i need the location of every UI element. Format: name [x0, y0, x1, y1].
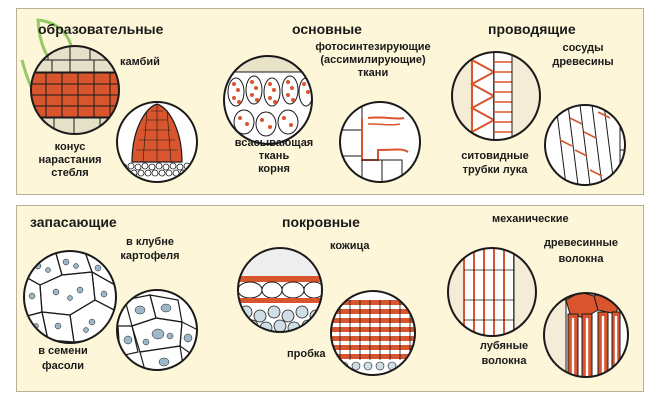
wood-fibers-circle [447, 247, 537, 337]
photo-label-2: (ассимилирующие) [320, 54, 426, 66]
skin-label: кожица [330, 240, 370, 252]
seed-label-1: в семени [38, 345, 88, 357]
bast-fibers-circle [543, 292, 629, 378]
vessels-label-1: сосуды [562, 42, 604, 54]
cover-title: покровные [282, 214, 360, 230]
tuber-label-2: картофеля [120, 250, 180, 262]
tuber-label-1: в клубне [126, 236, 174, 248]
absorb-label-3: корня [258, 163, 290, 175]
cambium-circle [30, 45, 120, 135]
vessels-label-2: древесины [552, 56, 614, 68]
storage-title: запасающие [30, 214, 117, 230]
sieve-label-1: ситовидные [461, 150, 529, 162]
bottom-panel [16, 205, 644, 392]
photo-label-1: фотосинтезирующие [315, 41, 431, 53]
cone-label-1: конус [54, 141, 86, 153]
vessels-circle [451, 51, 541, 141]
cone-label-3: стебля [51, 167, 89, 179]
cone-label-2: нарастания [38, 154, 102, 166]
conducting-title: проводящие [488, 21, 576, 37]
absorb-label-1: всасывающая [234, 137, 314, 149]
bean-seed-circle [116, 289, 198, 371]
photo-label-3: ткани [357, 67, 389, 79]
seed-label-2: фасоли [41, 360, 85, 372]
skin-circle [237, 247, 323, 333]
bast-fibers-label-1: лубяные [479, 340, 529, 352]
growth-cone-circle [116, 101, 198, 183]
cork-circle [330, 290, 416, 376]
wood-fibers-label-1: древесинные [543, 237, 619, 249]
root-absorbing-circle [339, 101, 421, 183]
absorb-label-2: ткань [258, 150, 290, 162]
mechanical-title: механические [492, 213, 569, 225]
basic-title: основные [292, 21, 362, 37]
photosynthetic-circle [223, 55, 313, 145]
cork-label: пробка [287, 348, 326, 360]
potato-tuber-circle [23, 250, 117, 344]
cambium-label: камбий [120, 56, 160, 68]
sieve-tubes-circle [544, 104, 626, 186]
wood-fibers-label-2: волокна [558, 253, 604, 265]
bast-fibers-label-2: волокна [481, 355, 527, 367]
educational-title: образовательные [38, 21, 164, 37]
sieve-label-2: трубки лука [462, 164, 528, 176]
